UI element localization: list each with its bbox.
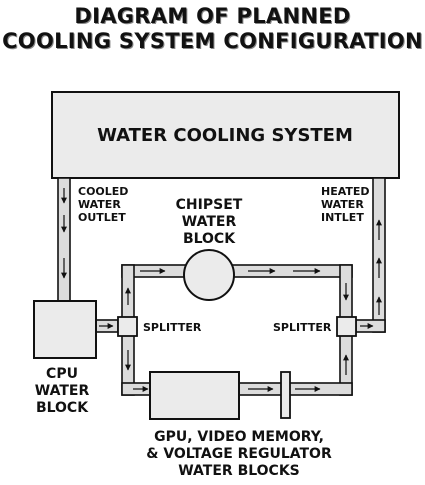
cpu-water-block (33, 300, 97, 359)
left-splitter-label: SPLITTER (143, 321, 202, 334)
diagram-title-line-2: COOLING SYSTEM CONFIGURATION (2, 29, 423, 53)
water-cooling-system-box (51, 91, 400, 179)
inlet-label-line-1: HEATED (321, 185, 370, 198)
gpu-label-line-3: WATER BLOCKS (178, 463, 300, 479)
cpu-label-line-3: BLOCK (36, 400, 89, 416)
cpu-label-line-1: CPU (46, 366, 78, 382)
inlet-label-line-3: INTLET (321, 211, 364, 224)
gpu-label-line-2: & VOLTAGE REGULATOR (146, 446, 332, 462)
right-splitter (336, 316, 357, 337)
cpu-label-line-2: WATER (35, 383, 90, 399)
outlet-label: COOLED WATER OUTLET (78, 185, 128, 224)
diagram-title-line-1: DIAGRAM OF PLANNED (74, 4, 351, 28)
chipset-water-block (183, 249, 235, 301)
voltage-regulator-block (280, 371, 291, 419)
outlet-label-line-3: OUTLET (78, 211, 126, 224)
chipset-label: CHIPSET WATER BLOCK (176, 197, 243, 247)
flow-arrows (61, 188, 382, 392)
cpu-label: CPU WATER BLOCK (35, 366, 90, 416)
outlet-label-line-1: COOLED (78, 185, 128, 198)
left-splitter (117, 316, 138, 337)
gpu-water-block (149, 371, 240, 420)
title-band: DIAGRAM OF PLANNED COOLING SYSTEM CONFIG… (0, 0, 425, 58)
gpu-label: GPU, VIDEO MEMORY, & VOLTAGE REGULATOR W… (146, 429, 332, 479)
water-cooling-system-label: WATER COOLING SYSTEM (97, 125, 353, 146)
right-splitter-label: SPLITTER (273, 321, 332, 334)
chipset-label-line-3: BLOCK (183, 231, 236, 247)
outlet-label-line-2: WATER (78, 198, 121, 211)
chipset-label-line-2: WATER (182, 214, 237, 230)
inlet-label-line-2: WATER (321, 198, 364, 211)
inlet-label: HEATED WATER INTLET (321, 185, 370, 224)
gpu-label-line-1: GPU, VIDEO MEMORY, (154, 429, 324, 445)
chipset-label-line-1: CHIPSET (176, 197, 243, 213)
